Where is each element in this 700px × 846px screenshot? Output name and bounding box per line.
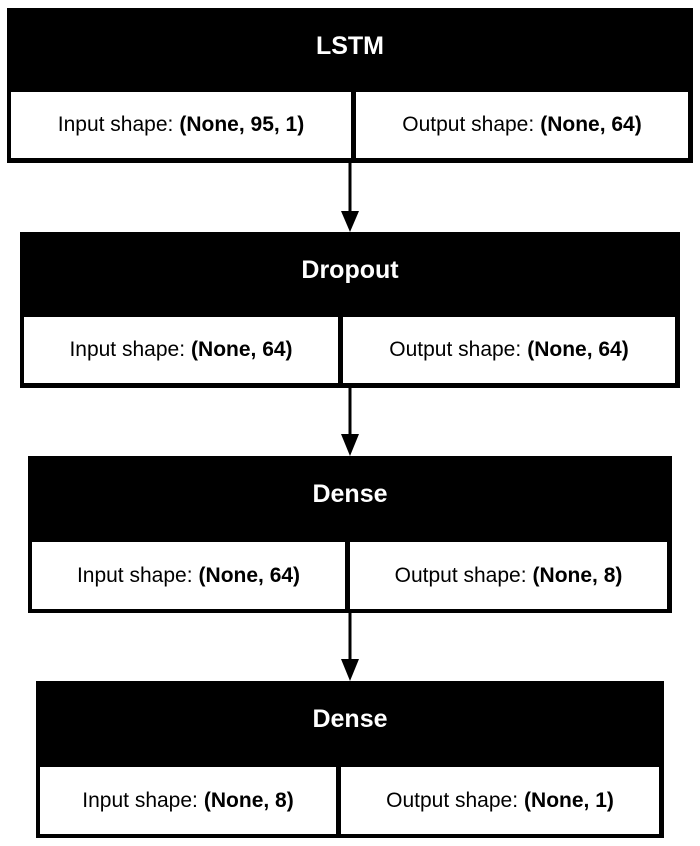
input-shape-value: (None, 8)	[203, 788, 294, 812]
output-shape-label: Output shape:	[386, 788, 519, 812]
output-shape-label: Output shape:	[389, 338, 522, 361]
output-shape-value: (None, 1)	[524, 788, 614, 812]
output-shape-cell: Output shape:(None, 1)	[341, 767, 659, 834]
output-shape-cell: Output shape:(None, 64)	[343, 317, 675, 383]
input-shape-label: Input shape:	[57, 113, 174, 136]
output-shape-value: (None, 64)	[540, 113, 642, 136]
output-shape-label: Output shape:	[394, 563, 527, 587]
input-shape-label: Input shape:	[82, 788, 198, 812]
output-shape-value: (None, 64)	[527, 338, 629, 361]
output-shape-cell: Output shape:(None, 64)	[356, 92, 688, 158]
input-shape-value: (None, 95, 1)	[179, 113, 305, 136]
layer-title: Dense	[312, 480, 388, 508]
input-shape-label: Input shape:	[69, 338, 186, 361]
arrow-icon	[341, 613, 359, 681]
input-shape-value: (None, 64)	[198, 563, 301, 587]
input-shape-cell: Input shape:(None, 64)	[32, 542, 345, 609]
layer-node-lstm: LSTM Input shape:(None, 95, 1) Output sh…	[7, 8, 693, 163]
layer-title: Dropout	[301, 256, 399, 284]
input-shape-label: Input shape:	[76, 563, 193, 587]
input-shape-value: (None, 64)	[191, 338, 293, 361]
input-shape-cell: Input shape:(None, 95, 1)	[11, 92, 351, 158]
layer-title: LSTM	[315, 32, 385, 60]
layer-node-dropout: Dropout Input shape:(None, 64) Output sh…	[20, 232, 680, 388]
arrow-icon	[341, 388, 359, 456]
layer-node-dense-1: Dense Input shape:(None, 64) Output shap…	[28, 456, 672, 613]
output-shape-value: (None, 8)	[532, 563, 623, 587]
layer-title: Dense	[312, 705, 388, 733]
layer-node-dense-2: Dense Input shape:(None, 8) Output shape…	[36, 681, 664, 838]
output-shape-cell: Output shape:(None, 8)	[350, 542, 667, 609]
input-shape-cell: Input shape:(None, 8)	[40, 767, 336, 834]
input-shape-cell: Input shape:(None, 64)	[24, 317, 338, 383]
arrow-icon	[341, 163, 359, 232]
output-shape-label: Output shape:	[402, 113, 535, 136]
